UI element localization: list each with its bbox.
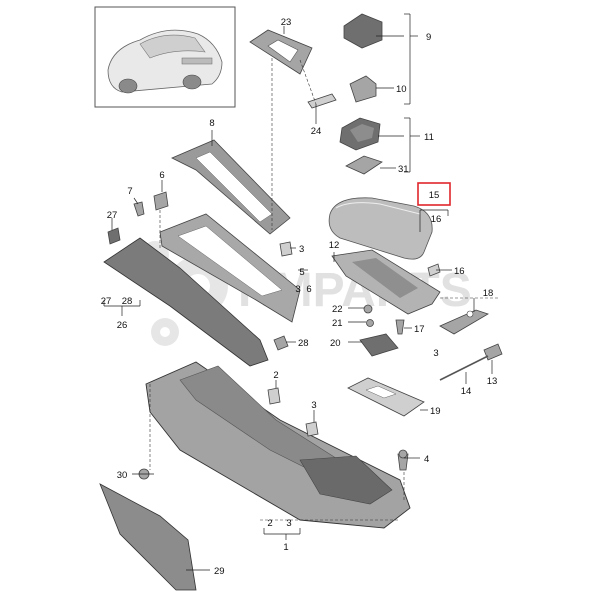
label-17: 17 [414,324,425,335]
part-20-trim [359,333,399,357]
label-3-bottom: 3 [286,518,291,529]
label-24: 24 [311,126,322,137]
part-1-console-body [145,361,411,529]
label-1: 1 [283,542,288,553]
label-8: 8 [209,118,214,129]
label-21: 21 [332,318,343,329]
label-28-top: 28 [122,296,133,307]
label-10: 10 [396,84,407,95]
label-22: 22 [332,304,343,315]
part-3-clip-b [305,421,319,437]
part-8-frame [171,139,291,235]
highlight-box [417,182,451,206]
part-12-armrest-base [331,249,441,315]
part-23-shift-frame [249,29,313,75]
part-3-clip-a [279,241,293,257]
label-14: 14 [461,386,472,397]
label-28: 28 [298,338,309,349]
part-9-cover [343,13,383,49]
label-12: 12 [329,240,340,251]
part-27-clip [107,227,121,245]
part-7-screw [133,201,145,217]
part-22-nut [363,304,373,314]
label-3-right: 3 [433,348,438,359]
label-27-top: 27 [107,210,118,221]
label-15: 15 [429,190,440,201]
part-4-screw [397,449,409,471]
part-5-bracket [159,213,301,323]
label-6-top: 6 [159,170,164,181]
label-20: 20 [330,338,341,349]
label-4: 4 [424,454,429,465]
part-10-insert [349,75,377,103]
label-31: 31 [398,164,409,175]
part-13-release [483,343,503,361]
part-11-tray [339,117,381,151]
label-27: 27 [101,296,112,307]
label-16-top: 16 [431,214,442,225]
label-3-mid: 3 [295,284,300,295]
part-28-clip [273,335,289,351]
label-2: 2 [267,518,272,529]
callout-labels: 23 9 10 24 11 31 15 16 12 16 18 22 21 17… [101,17,498,577]
label-6: 6 [306,284,311,295]
label-23: 23 [281,17,292,28]
vehicle-thumbnail [94,6,236,108]
label-26: 26 [117,320,128,331]
label-29: 29 [214,566,225,577]
part-26-side-trim [103,237,269,367]
label-5: 5 [299,267,304,278]
part-19-panel [347,377,425,417]
part-15-armrest-lid [328,197,433,260]
part-14-cable [439,355,489,381]
part-29-side-panel [99,483,197,591]
label-18: 18 [483,288,494,299]
label-13: 13 [487,376,498,387]
label-30: 30 [117,470,128,481]
part-18-hinge [439,309,489,335]
label-19: 19 [430,406,441,417]
part-17-screw [395,319,405,335]
part-6-clip [153,191,169,211]
label-16: 16 [454,266,465,277]
part-21-nut [366,319,374,327]
part-24-clip [307,93,337,109]
leader-lines [103,13,500,571]
label-3-top: 3 [299,244,304,255]
part-16-clip [427,263,441,277]
label-9: 9 [426,32,431,43]
part-2-clip-a [267,387,281,405]
label-7: 7 [127,186,132,197]
label-11: 11 [424,132,434,143]
part-31-mat [345,155,383,175]
label-3-lower: 3 [311,400,316,411]
label-2-top: 2 [273,370,278,381]
